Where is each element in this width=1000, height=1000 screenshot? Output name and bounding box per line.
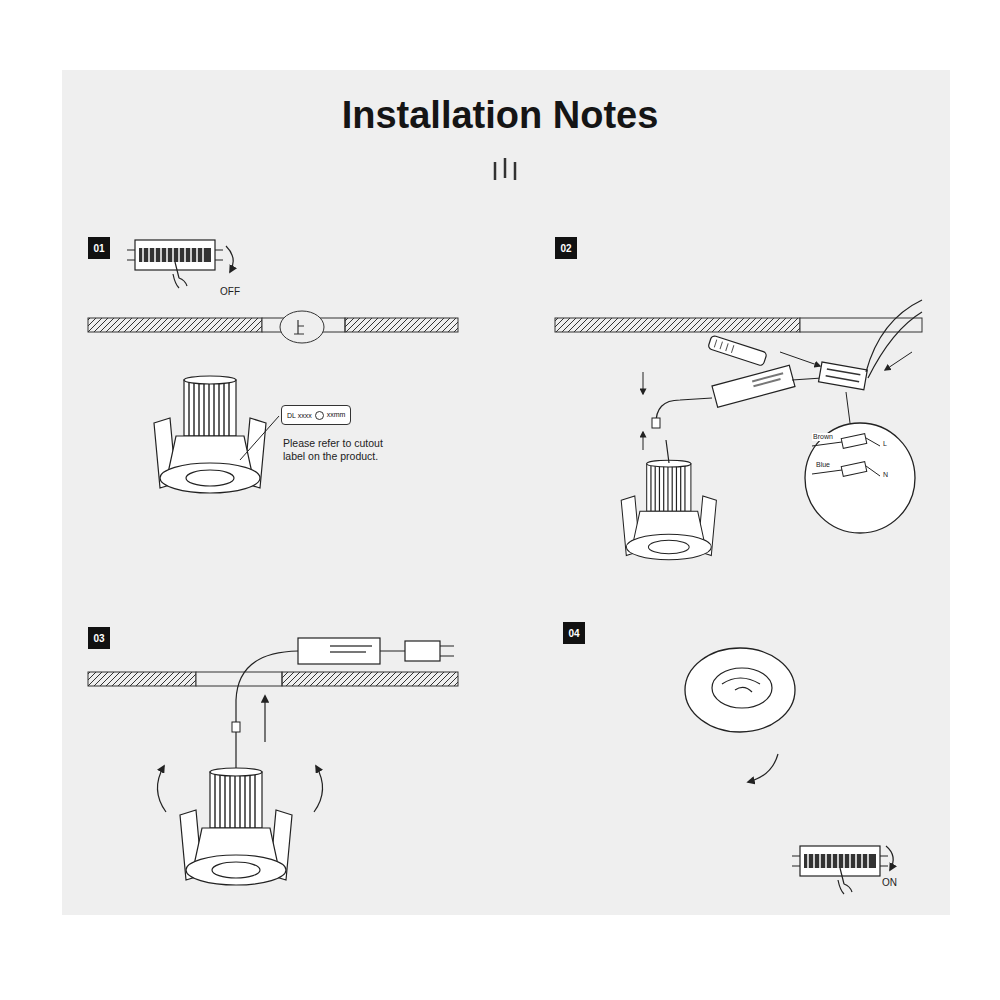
lamp-opening: [712, 668, 772, 708]
ceiling: [282, 672, 458, 686]
arrow: [780, 352, 820, 366]
connector: [652, 418, 660, 428]
mains-cable: [866, 300, 922, 378]
ceiling: [345, 318, 458, 332]
terminal-block: [812, 434, 880, 477]
leader-line: [846, 392, 850, 423]
switch-state: OFF: [220, 286, 240, 297]
page-title: Installation Notes: [0, 94, 1000, 137]
wire: [792, 378, 822, 380]
arrow: [643, 372, 644, 394]
label-text: DL xxxx: [287, 412, 312, 419]
switch-arrow: [886, 846, 893, 870]
breaker-symbol: [792, 846, 888, 894]
clip-arrow: [314, 766, 323, 812]
step-number: 03: [88, 627, 110, 649]
magnifier: [805, 423, 915, 533]
step-number: 01: [93, 243, 104, 254]
lamp-tilt: [722, 678, 760, 692]
step-number: 04: [563, 622, 585, 644]
downlight: [154, 376, 266, 493]
leader-line: [240, 416, 279, 460]
breaker-symbol: [127, 240, 223, 288]
wire: [656, 398, 712, 463]
driver: [298, 638, 380, 664]
ceiling: [88, 318, 262, 332]
downlight: [180, 768, 292, 885]
wire: [236, 651, 298, 770]
ceiling: [88, 672, 196, 686]
switch-state: ON: [882, 877, 897, 888]
label-text: xxmm: [312, 411, 346, 420]
arrow: [885, 352, 912, 370]
screwdriver: [708, 335, 767, 366]
driver: [712, 365, 795, 407]
arrow: [643, 432, 644, 450]
driver-print: [330, 646, 372, 652]
panel: [62, 70, 950, 915]
cutout-label: DL xxxxxxmm: [281, 405, 351, 425]
note: Please refer to cutout label on the prod…: [283, 437, 405, 463]
step-number: 02: [555, 237, 577, 259]
wire-colour: Brown: [812, 433, 834, 441]
downlight: [621, 460, 716, 559]
terminal-name: N: [882, 471, 889, 479]
plug: [405, 641, 440, 661]
step-number: 03: [93, 633, 104, 644]
clip-arrow: [157, 766, 166, 812]
wire-colour: Blue: [815, 461, 831, 469]
arrow: [264, 696, 265, 742]
step-number: 01: [88, 237, 110, 259]
ceiling: [555, 318, 800, 332]
title-ornament: [495, 158, 515, 180]
step-number: 04: [568, 628, 579, 639]
junction-box: [819, 362, 868, 390]
step-number: 02: [560, 243, 571, 254]
terminal-name: L: [882, 440, 888, 448]
cutout-hole: [280, 311, 324, 343]
ceiling: [800, 318, 922, 332]
connector: [232, 722, 240, 732]
saw-symbol: [294, 320, 304, 334]
trim-ring: [685, 648, 795, 732]
rotate-arrow: [748, 754, 778, 782]
switch-arrow: [226, 246, 233, 272]
